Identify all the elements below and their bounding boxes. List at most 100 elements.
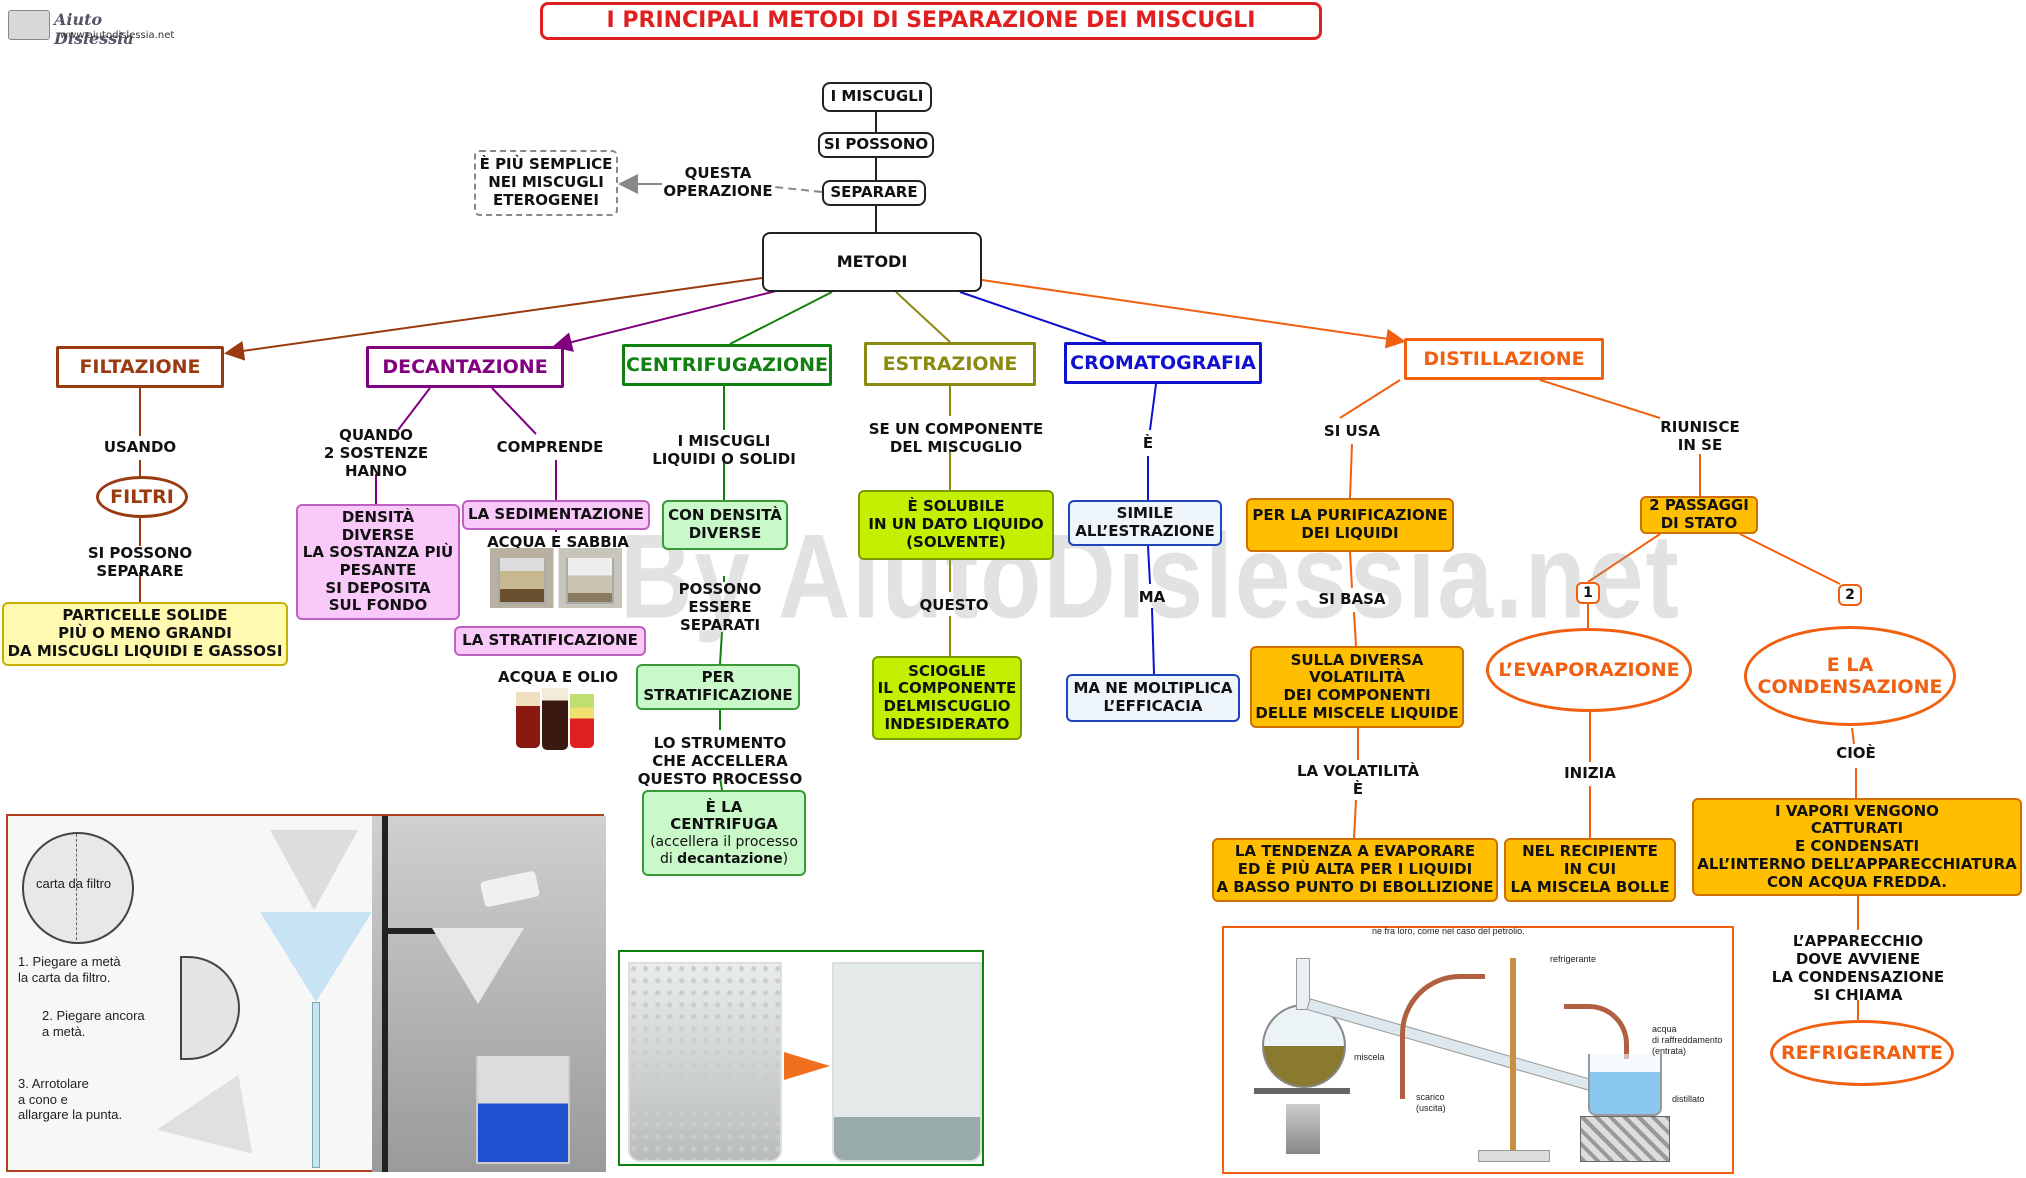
node-tendenza: LA TENDENZA A EVAPORARE ED È PIÙ ALTA PE… (1212, 838, 1498, 902)
half-circle-icon (180, 956, 240, 1060)
flask-icon (1262, 1004, 1346, 1088)
stand-base (1478, 1150, 1550, 1162)
funnel-icon (260, 912, 372, 1002)
cat-cromatografia: CROMATOGRAFIA (1064, 342, 1262, 384)
receiving-beaker-icon (1588, 1054, 1662, 1116)
page-title: I PRINCIPALI METODI DI SEPARAZIONE DEI M… (540, 2, 1322, 40)
label-cioe: CIOÈ (1836, 744, 1876, 762)
cat-distillazione: DISTILLAZIONE (1404, 338, 1604, 380)
label-acqua-sabbia: ACQUA E SABBIA (487, 533, 629, 551)
label-refrigerante-fig: refrigerante (1550, 954, 1597, 964)
cone-icon (149, 1074, 253, 1170)
flask-neck-icon (1296, 958, 1310, 1010)
glass-icon (542, 688, 568, 750)
label-apparecchio: L’APPARECCHIO DOVE AVVIENE LA CONDENSAZI… (1771, 932, 1945, 1004)
label-acqua-olio: ACQUA E OLIO (497, 668, 619, 686)
node-simile: SIMILE ALL’ESTRAZIONE (1068, 500, 1222, 546)
centrifuga-note-1: (accellera il processo (650, 834, 798, 851)
filter-paper-circle-icon (22, 832, 134, 944)
node-vapori: I VAPORI VENGONO CATTURATI E CONDENSATI … (1692, 798, 2022, 896)
node-volatilita: SULLA DIVERSA VOLATILITÀ DEI COMPONENTI … (1250, 646, 1464, 728)
node-passaggi: 2 PASSAGGI DI STATO (1640, 496, 1758, 534)
filter-paper-figure: carta da filtro 1. Piegare a metà la car… (6, 814, 606, 1172)
node-particelle: PARTICELLE SOLIDE PIÙ O MENO GRANDI DA M… (2, 602, 288, 666)
label-miscugli-liquidi: I MISCUGLI LIQUIDI O SOLIDI (652, 432, 796, 468)
node-moltiplica: MA NE MOLTIPLICA L’EFFICACIA (1066, 674, 1240, 722)
label-questa-operazione: QUESTA OPERAZIONE (663, 164, 773, 200)
node-purificazione: PER LA PURIFICAZIONE DEI LIQUIDI (1246, 498, 1454, 552)
logo[interactable]: Aiuto Dislessia www.aiutodislessia.net (8, 6, 174, 48)
node-condensazione: E LA CONDENSAZIONE (1744, 626, 1956, 726)
glass-icon (516, 692, 540, 748)
label-si-possono-separare: SI POSSONO SEPARARE (87, 544, 193, 580)
node-con-densita: CON DENSITÀ DIVERSE (662, 500, 788, 550)
step-badge-2: 2 (1838, 584, 1862, 606)
node-si-possono: SI POSSONO (818, 132, 934, 158)
centrifuga-note-di: di (659, 850, 673, 867)
centrifuga-title: È LA CENTRIFUGA (670, 797, 778, 834)
filter-funnel-photo (432, 928, 524, 1004)
beaker-settled-photo (832, 962, 982, 1162)
node-sedimentazione: LA SEDIMENTAZIONE (462, 500, 650, 530)
centrifuga-note-close: ) (782, 850, 789, 867)
funnel-cone-icon (270, 830, 358, 910)
beaker-photo (476, 1056, 570, 1164)
step-badge-1: 1 (1576, 582, 1600, 604)
node-evaporazione: L’EVAPORAZIONE (1486, 628, 1692, 712)
label-usando: USANDO (103, 438, 177, 456)
label-questo: QUESTO (919, 596, 989, 614)
arrow-right-icon (784, 1052, 830, 1080)
label-e: È (1142, 434, 1154, 452)
label-la-volatilita: LA VOLATILITÀ È (1296, 762, 1420, 798)
node-refrigerante: REFRIGERANTE (1770, 1020, 1954, 1086)
label-comprende: COMPRENDE (496, 438, 604, 456)
clamp-icon (382, 928, 452, 934)
node-filtri: FILTRI (96, 476, 188, 518)
logo-url: www.aiutodislessia.net (60, 30, 175, 41)
node-scioglie: SCIOGLIE IL COMPONENTE DELMISCUGLIO INDE… (872, 656, 1022, 740)
label-si-basa: SI BASA (1318, 590, 1386, 608)
burner-icon (1286, 1104, 1320, 1154)
logo-text: Aiuto Dislessia (54, 10, 134, 48)
label-riunisce: RIUNISCE IN SE (1660, 418, 1740, 454)
sand-water-photo (490, 548, 622, 608)
node-metodi: METODI (762, 232, 982, 292)
label-quando: QUANDO 2 SOSTENZE HANNO (323, 426, 429, 480)
flask-photo (479, 870, 541, 908)
centrifuga-note-dec: decantazione (677, 850, 783, 867)
label-inizia: INIZIA (1564, 764, 1616, 782)
glass-icon (570, 694, 594, 748)
step-1-text: 1. Piegare a metà la carta da filtro. (18, 954, 121, 985)
node-separare: SEPARARE (822, 180, 926, 206)
hose-icon (1564, 1004, 1629, 1059)
beaker-mixed-photo (628, 962, 782, 1162)
node-eterogenei: È PIÙ SEMPLICE NEI MISCUGLI ETEROGENEI (474, 150, 618, 216)
label-scarico-fig: scarico (uscita) (1416, 1092, 1446, 1113)
label-se-un-componente: SE UN COMPONENTE DEL MISCUGLIO (868, 420, 1044, 456)
lab-filtration-photo (372, 816, 606, 1172)
cat-centrifugazione: CENTRIFUGAZIONE (622, 344, 832, 386)
node-solubile: È SOLUBILE IN UN DATO LIQUIDO (SOLVENTE) (858, 490, 1054, 560)
label-strumento: LO STRUMENTO CHE ACCELLERA QUESTO PROCES… (637, 734, 803, 788)
beaker-sediment-icon (498, 558, 546, 604)
lab-jack-icon (1580, 1116, 1670, 1162)
node-per-stratificazione: PER STRATIFICAZIONE (636, 664, 800, 710)
oil-water-glasses-photo (514, 684, 598, 756)
node-i-miscugli: I MISCUGLI (822, 82, 932, 112)
figure-top-text: ne fra loro, come nel caso del petrolio. (1372, 926, 1525, 936)
step-3-text: 3. Arrotolare a cono e allargare la punt… (18, 1076, 123, 1123)
centrifugation-beakers-figure (618, 950, 984, 1166)
beaker-sediment-icon (566, 558, 614, 604)
stand-rod (1510, 958, 1516, 1154)
hose-icon (1400, 974, 1485, 1099)
label-miscela-fig: miscela (1354, 1052, 1385, 1062)
tripod-icon (1254, 1088, 1350, 1094)
node-recipiente: NEL RECIPIENTE IN CUI LA MISCELA BOLLE (1504, 838, 1676, 902)
book-icon (8, 10, 50, 40)
label-possono-essere-separati: POSSONO ESSERE SEPARATI (678, 580, 762, 634)
distillation-apparatus-figure: ne fra loro, come nel caso del petrolio.… (1222, 926, 1734, 1174)
carta-label: carta da filtro (36, 876, 112, 891)
